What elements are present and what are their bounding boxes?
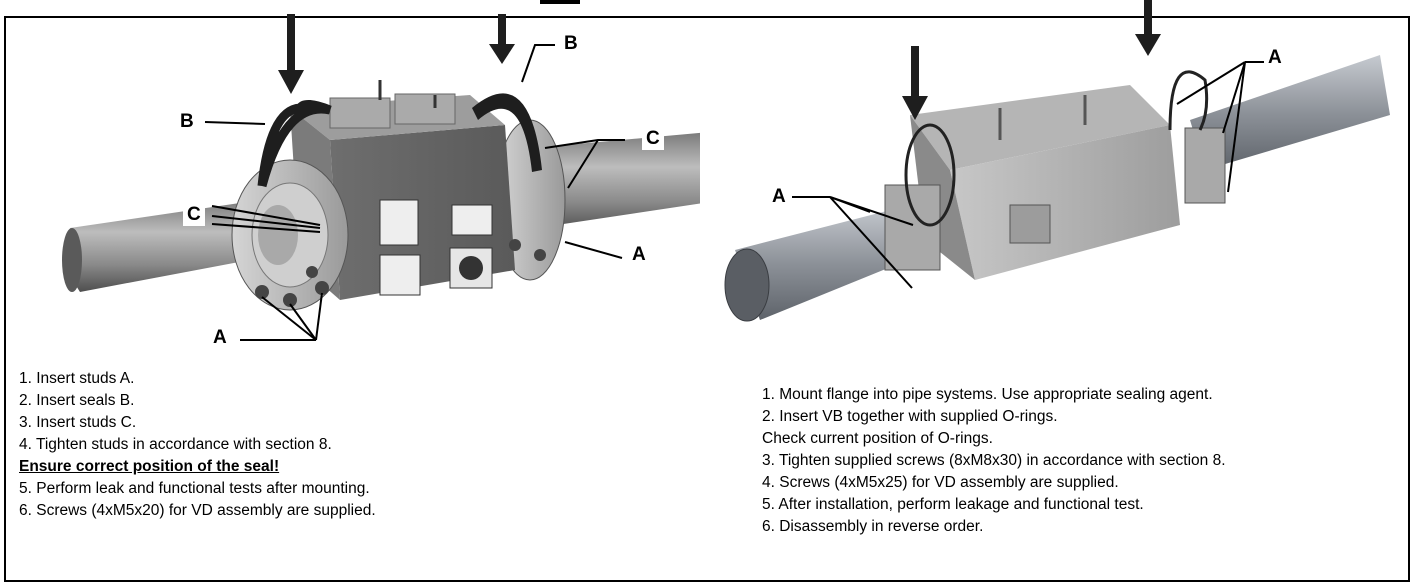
label-a-bottom: A xyxy=(209,327,231,349)
pipe-right-r xyxy=(1190,55,1390,170)
seal-left xyxy=(257,100,332,188)
actuator-body xyxy=(950,125,1180,280)
label-b-right: B xyxy=(560,33,582,55)
seal-right xyxy=(472,93,542,172)
step-line: 2. Insert seals B. xyxy=(19,392,135,409)
label-a-left-r: A xyxy=(768,186,790,208)
label-a-right: A xyxy=(628,244,650,266)
insert-arrows xyxy=(287,14,506,76)
seal-warning: Ensure correct position of the seal! xyxy=(19,458,280,475)
label-b-left: B xyxy=(176,111,198,133)
step-line: 6. Disassembly in reverse order. xyxy=(762,518,984,535)
clamp-right xyxy=(1184,127,1226,204)
step-line: 3. Tighten supplied screws (8xM8x30) in … xyxy=(762,452,1226,469)
label-a-right-r: A xyxy=(1264,47,1286,69)
step-line: 5. After installation, perform leakage a… xyxy=(762,496,1144,513)
step-line: 6. Screws (4xM5x20) for VD assembly are … xyxy=(19,502,376,519)
pipe-left xyxy=(66,200,261,292)
step-line: 5. Perform leak and functional tests aft… xyxy=(19,480,370,497)
left-valve-illustration xyxy=(62,14,700,341)
clamp-left xyxy=(884,184,941,271)
step-line: 4. Tighten studs in accordance with sect… xyxy=(19,436,332,453)
right-valve-illustration xyxy=(724,0,1390,322)
step-line: 4. Screws (4xM5x25) for VD assembly are … xyxy=(762,474,1119,491)
step-line: 1. Mount flange into pipe systems. Use a… xyxy=(762,386,1213,403)
right-instructions: 1. Mount flange into pipe systems. Use a… xyxy=(762,384,1226,538)
actuator-top xyxy=(910,85,1170,170)
left-instructions: 1. Insert studs A. 2. Insert seals B. 3.… xyxy=(19,368,376,522)
label-c-right: C xyxy=(642,128,664,150)
step-line: Check current position of O-rings. xyxy=(762,430,993,447)
step-line: 1. Insert studs A. xyxy=(19,370,135,387)
step-line: 2. Insert VB together with supplied O-ri… xyxy=(762,408,1058,425)
header-fragment xyxy=(540,0,580,4)
step-line: 3. Insert studs C. xyxy=(19,414,137,431)
figure-frame xyxy=(4,16,1410,582)
pipe-left-r xyxy=(735,205,920,320)
label-c-left: C xyxy=(183,204,205,226)
